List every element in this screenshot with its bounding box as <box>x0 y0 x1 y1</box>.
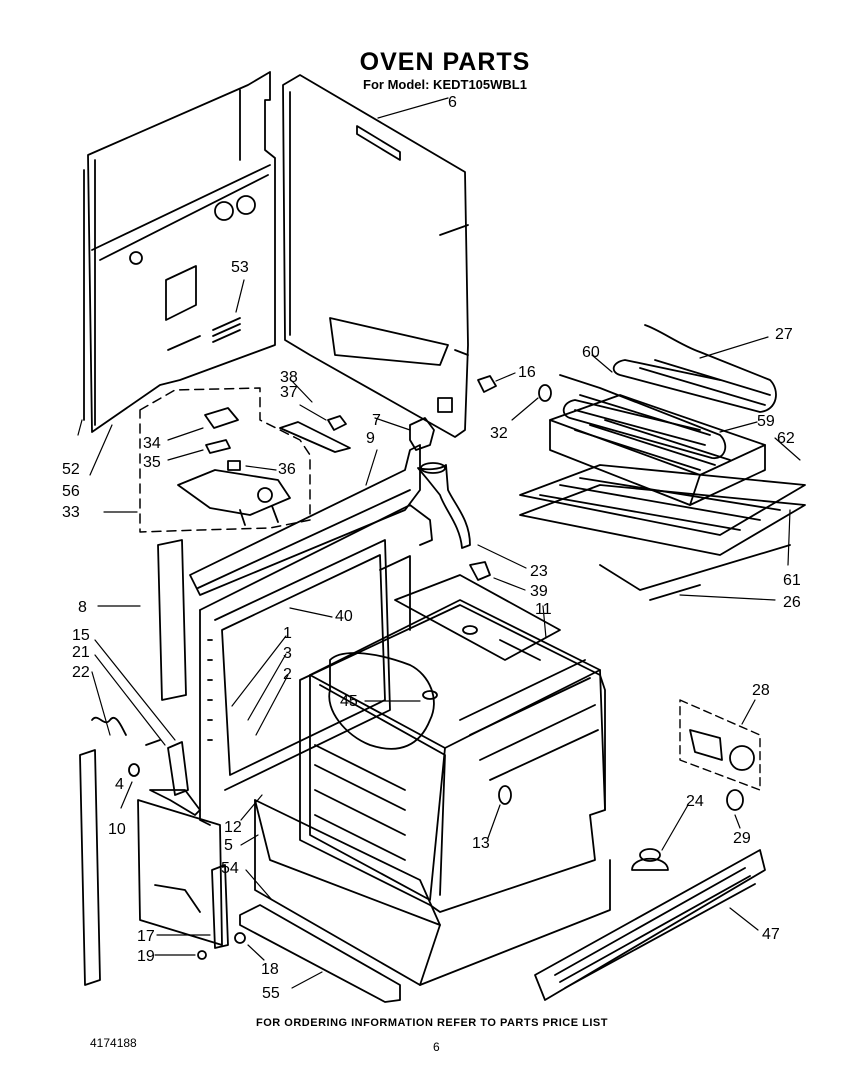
callout-28: 28 <box>752 682 770 699</box>
callout-9: 9 <box>366 430 375 447</box>
callout-10: 10 <box>108 821 126 838</box>
callout-19: 19 <box>137 948 155 965</box>
callout-62: 62 <box>777 430 795 447</box>
rear-insulation-panel <box>83 71 276 433</box>
callout-32: 32 <box>490 425 508 442</box>
page-number: 6 <box>433 1040 440 1054</box>
callout-1: 1 <box>283 625 292 642</box>
callout-52: 52 <box>62 461 80 478</box>
callout-45: 45 <box>340 693 358 710</box>
callout-56: 56 <box>62 483 80 500</box>
document-number: 4174188 <box>90 1036 137 1050</box>
callout-12: 12 <box>224 819 242 836</box>
callout-37: 37 <box>280 384 298 401</box>
callout-23: 23 <box>530 563 548 580</box>
callout-55: 55 <box>262 985 280 1002</box>
callout-26: 26 <box>783 594 801 611</box>
callout-27: 27 <box>775 326 793 343</box>
callout-7: 7 <box>372 412 381 429</box>
callout-24: 24 <box>686 793 704 810</box>
callout-17: 17 <box>137 928 155 945</box>
callout-34: 34 <box>143 435 161 452</box>
oven-cavity <box>299 574 606 913</box>
callout-40: 40 <box>335 608 353 625</box>
callout-2: 2 <box>283 666 292 683</box>
callout-8: 8 <box>78 599 87 616</box>
callout-13: 13 <box>472 835 490 852</box>
callout-60: 60 <box>582 344 600 361</box>
ordering-notice: FOR ORDERING INFORMATION REFER TO PARTS … <box>256 1017 608 1029</box>
control-parts-group <box>139 387 311 533</box>
callout-29: 29 <box>733 830 751 847</box>
callout-21: 21 <box>72 644 90 661</box>
page-title: OVEN PARTS <box>359 48 531 76</box>
callout-36: 36 <box>278 461 296 478</box>
callout-61: 61 <box>783 572 801 589</box>
oven-back-panel <box>282 74 469 438</box>
callout-47: 47 <box>762 926 780 943</box>
callout-33: 33 <box>62 504 80 521</box>
model-subtitle: For Model: KEDT105WBL1 <box>363 77 527 92</box>
callout-15: 15 <box>72 627 90 644</box>
callout-38: 38 <box>280 369 298 386</box>
callout-16: 16 <box>518 364 536 381</box>
callout-39: 39 <box>530 583 548 600</box>
oven-front-frame <box>189 444 433 826</box>
callout-53: 53 <box>231 259 249 276</box>
callout-4: 4 <box>115 776 124 793</box>
callout-6: 6 <box>448 94 457 111</box>
callout-18: 18 <box>261 961 279 978</box>
callout-54: 54 <box>221 860 239 877</box>
callout-11: 11 <box>535 601 552 618</box>
callout-59: 59 <box>757 413 775 430</box>
callout-22: 22 <box>72 664 90 681</box>
callout-5: 5 <box>224 837 233 854</box>
callout-3: 3 <box>283 645 292 662</box>
callout-35: 35 <box>143 454 161 471</box>
